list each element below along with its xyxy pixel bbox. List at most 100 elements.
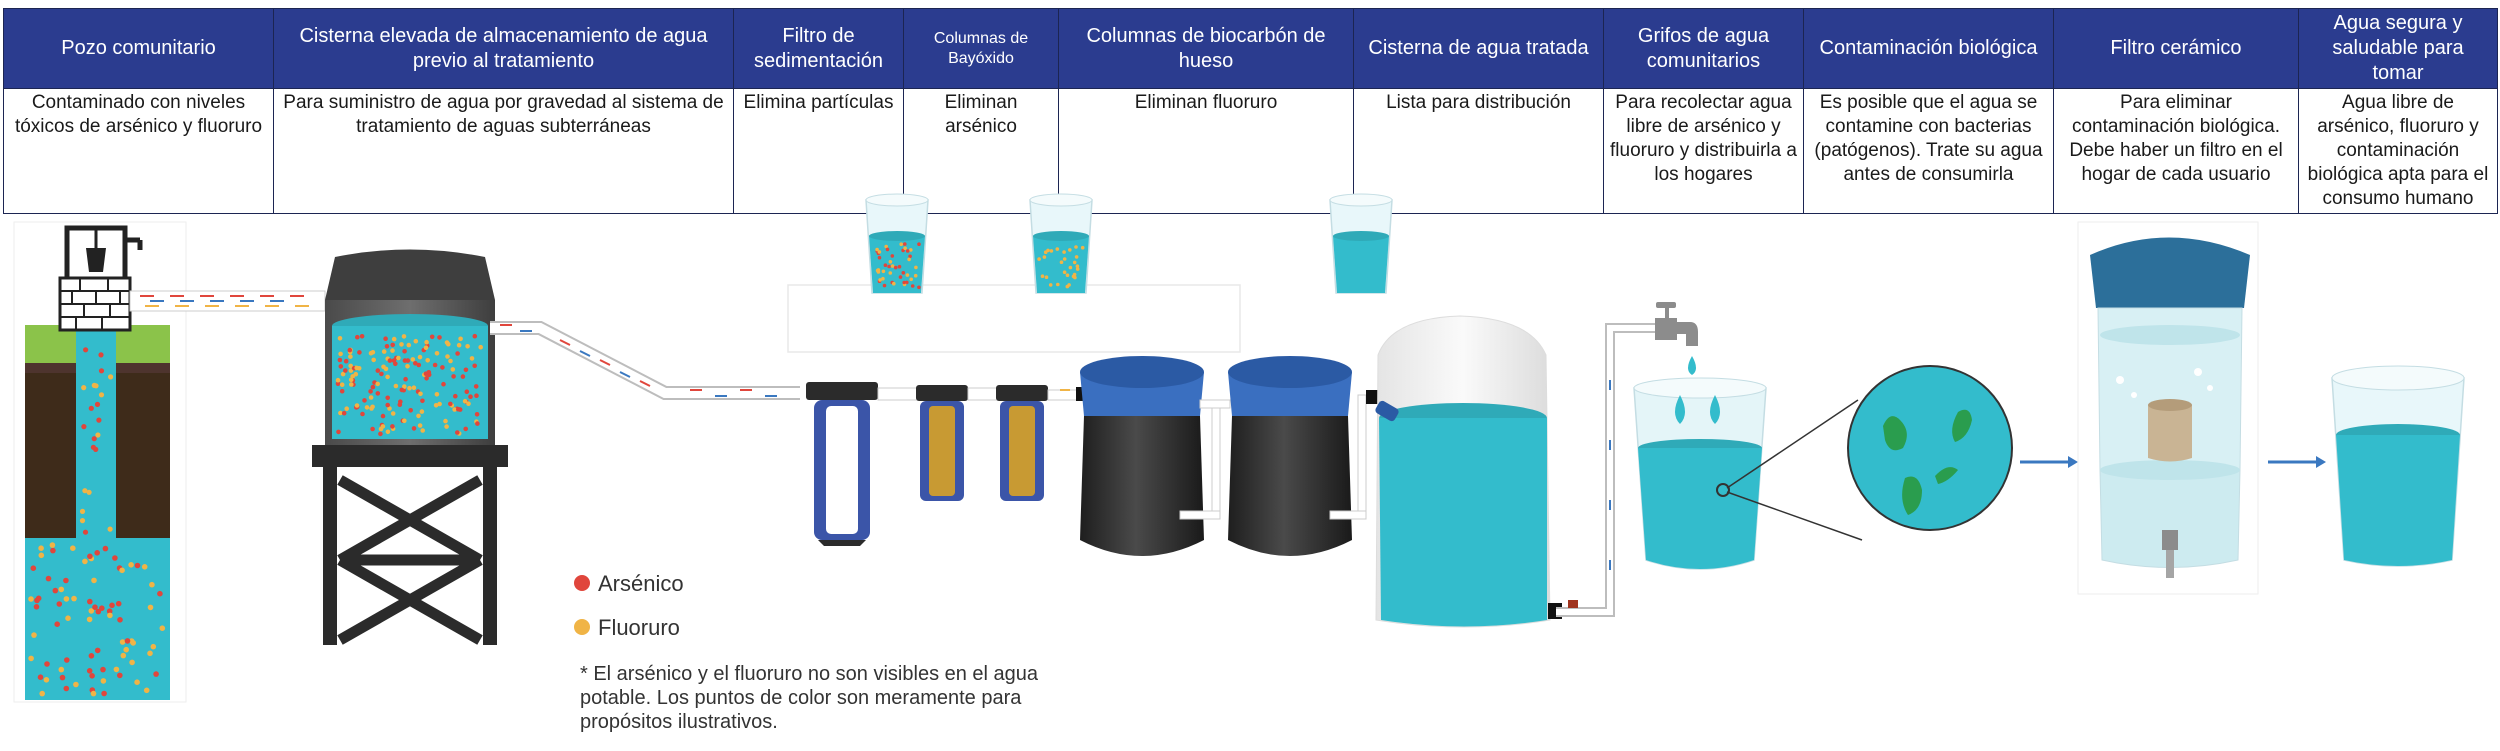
- header-agua-segura: Agua segura y saludable para tomar: [2298, 8, 2498, 89]
- contaminant-dot: [109, 602, 115, 609]
- tank-tower-legs: [337, 475, 483, 645]
- contaminant-dot: [383, 336, 388, 342]
- contaminant-dot: [902, 280, 906, 285]
- contaminant-dot: [905, 249, 910, 253]
- header-bayoxido: Columnas de Bayóxido: [903, 8, 1059, 89]
- contaminant-dot: [95, 608, 102, 615]
- contaminant-dot: [399, 342, 404, 347]
- contaminant-dot: [49, 542, 56, 548]
- contaminant-dot: [406, 342, 412, 348]
- glass-shelf: [787, 284, 1241, 353]
- contaminant-dot: [878, 278, 882, 282]
- contaminant-dot: [141, 564, 148, 570]
- contaminant-dot: [384, 344, 390, 349]
- contaminant-dot: [472, 363, 478, 369]
- contaminant-dot: [159, 625, 166, 631]
- contaminant-dot: [117, 672, 123, 679]
- barrel-connecting-pipes: [1179, 390, 1378, 520]
- contaminant-dot: [30, 565, 37, 571]
- contaminant-dot: [1075, 264, 1080, 269]
- contaminant-dot: [472, 333, 478, 339]
- contaminant-dot: [338, 351, 343, 357]
- contaminant-dot: [407, 385, 412, 391]
- contaminant-dot: [339, 382, 345, 388]
- contaminant-dot: [885, 247, 890, 252]
- contaminant-dot: [379, 371, 384, 377]
- contaminant-dot: [82, 488, 88, 494]
- header-grifos: Grifos de agua comunitarios: [1603, 8, 1804, 89]
- contaminant-dot: [887, 264, 891, 269]
- contaminant-dot: [348, 368, 354, 373]
- contaminant-dot: [348, 354, 353, 359]
- desc-grifos: Para recolectar agua libre de arsénico y…: [1603, 88, 1804, 214]
- contaminant-dot: [434, 351, 440, 356]
- contaminant-dot: [357, 350, 362, 355]
- contaminant-dot: [448, 358, 453, 364]
- contaminant-dot: [390, 348, 395, 353]
- contaminant-dot: [474, 412, 480, 417]
- contaminant-dot: [1075, 267, 1080, 271]
- desc-cisterna-elevada: Para suministro de agua por gravedad al …: [273, 88, 734, 214]
- contaminant-dot: [90, 444, 96, 450]
- contaminant-dot: [143, 687, 150, 694]
- contaminant-dot: [402, 349, 407, 354]
- contaminant-dot: [100, 666, 106, 673]
- contaminant-dot: [335, 377, 341, 383]
- contaminant-dot: [443, 418, 448, 424]
- contaminant-dot: [73, 681, 79, 688]
- flow-arrows: [2020, 456, 2326, 468]
- desc-filtro-ceramico: Para eliminar contaminación biológica. D…: [2053, 88, 2299, 214]
- contaminant-dot: [888, 271, 893, 275]
- contaminant-dot: [437, 401, 442, 407]
- table-header-row: Pozo comunitario Cisterna elevada de alm…: [3, 8, 2498, 89]
- contaminant-dot: [96, 417, 102, 423]
- contaminant-dot: [95, 432, 101, 438]
- contaminant-dot: [440, 365, 445, 370]
- contaminant-dot: [70, 545, 76, 551]
- contaminant-dot: [917, 285, 921, 290]
- contaminant-dot: [88, 653, 95, 659]
- contaminant-dot: [905, 273, 910, 277]
- contaminant-dot: [349, 382, 354, 387]
- contaminant-dot: [94, 550, 100, 556]
- contaminant-dot: [890, 264, 895, 268]
- glass-clean: [1329, 193, 1393, 294]
- contaminant-dot: [413, 338, 419, 344]
- pipe-cistern-to-tap: [1556, 323, 1660, 617]
- water-drop-icon-3: [1710, 395, 1720, 424]
- contaminant-dot: [1068, 265, 1073, 270]
- contaminant-dot: [338, 410, 343, 416]
- contaminant-dot: [417, 354, 423, 360]
- contaminant-dot: [355, 334, 360, 340]
- contaminant-dot: [339, 388, 345, 394]
- contaminant-dot: [98, 352, 104, 358]
- contaminant-dot: [418, 391, 423, 397]
- desc-contaminacion: Es posible que el agua se contamine con …: [1803, 88, 2054, 214]
- contaminant-dot: [65, 615, 71, 621]
- contaminant-dot: [38, 545, 44, 551]
- contaminant-dot: [432, 362, 438, 368]
- contaminant-dot: [426, 372, 432, 378]
- tank-platform: [312, 445, 508, 467]
- contaminant-dot: [108, 374, 114, 380]
- contaminant-dot: [364, 405, 370, 410]
- contaminant-dot: [1080, 245, 1085, 250]
- contaminant-dot: [402, 358, 408, 363]
- contaminant-dot: [453, 393, 458, 399]
- contaminant-dot: [402, 384, 407, 389]
- contaminant-dot: [420, 428, 426, 433]
- contaminant-dot: [903, 246, 907, 250]
- bacteria-icon-3: [1902, 476, 1922, 515]
- contaminant-dot: [903, 242, 907, 246]
- contaminant-dot: [370, 384, 376, 390]
- contaminant-dot: [456, 406, 461, 412]
- contaminant-dot: [91, 382, 97, 388]
- contaminant-dot: [90, 690, 97, 697]
- contaminant-dot: [381, 364, 386, 370]
- contaminant-dot: [86, 489, 92, 495]
- contaminant-dot: [33, 604, 40, 610]
- contaminant-dot: [393, 383, 399, 389]
- contaminant-dot: [387, 358, 393, 363]
- contaminant-dot: [115, 600, 122, 607]
- contaminant-dot: [1044, 275, 1049, 280]
